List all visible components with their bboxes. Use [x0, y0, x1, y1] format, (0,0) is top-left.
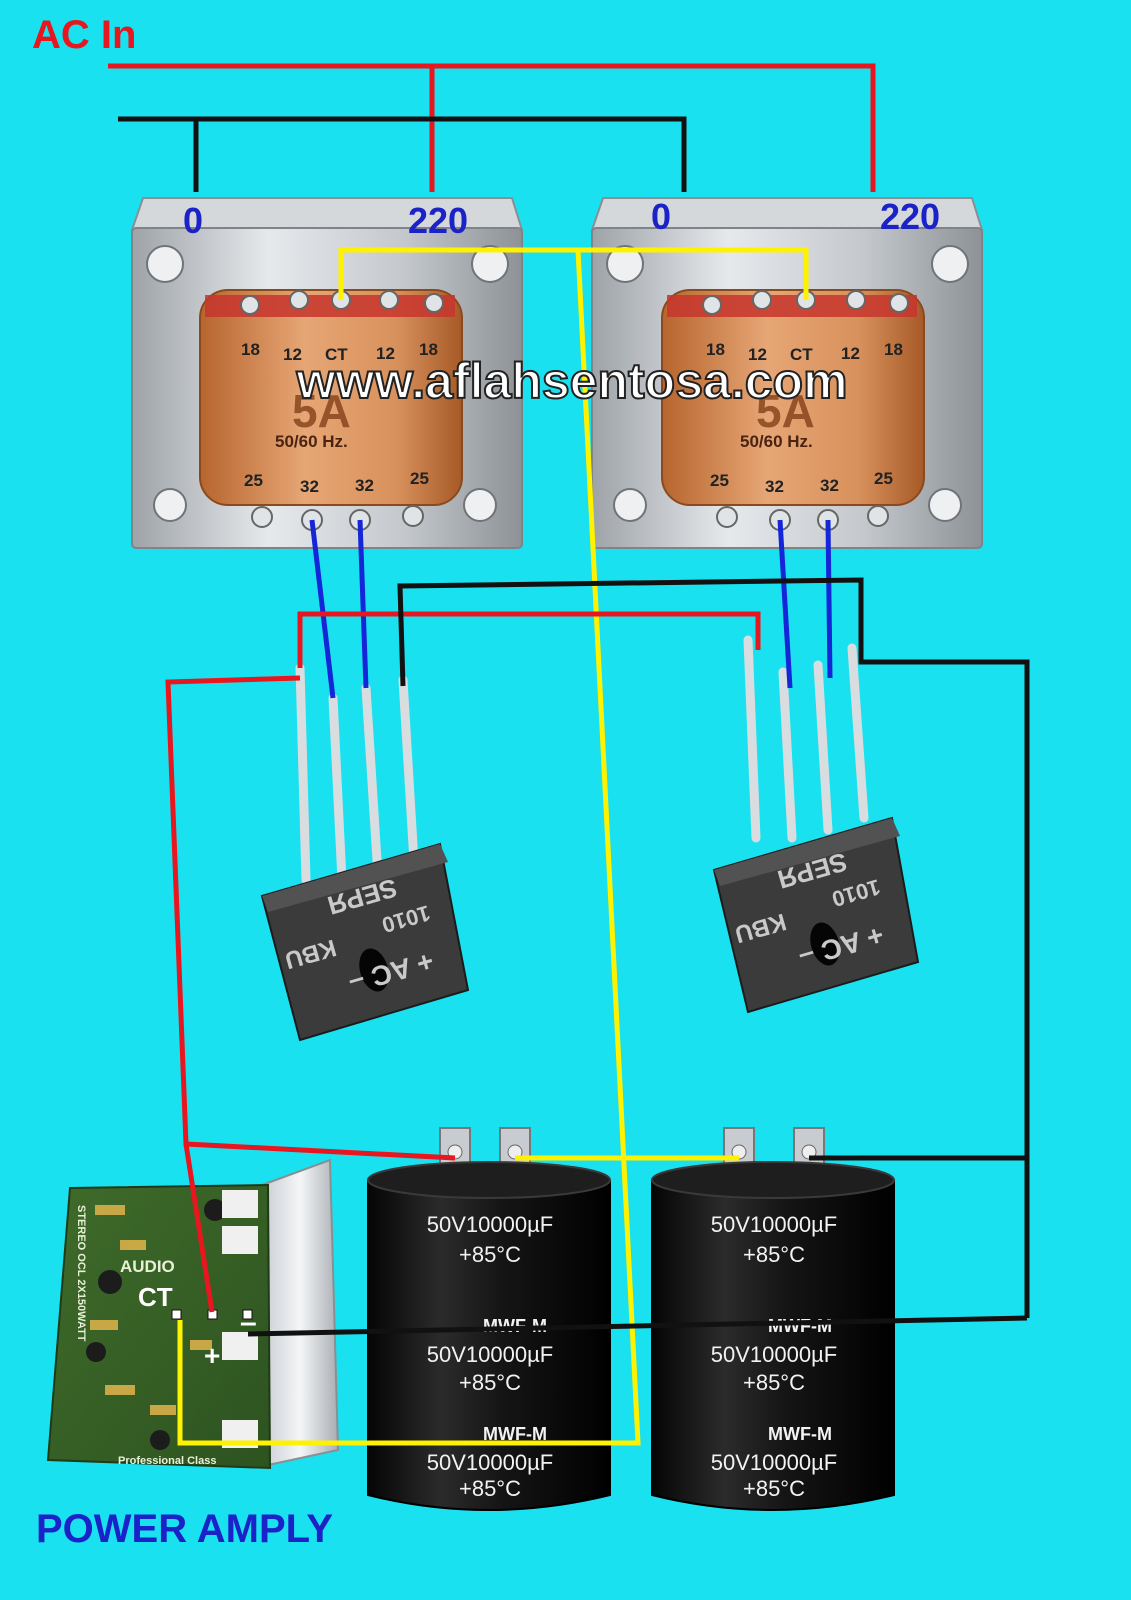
wire-ct-link-yellow	[338, 247, 809, 300]
transformer-2-frequency: 50/60 Hz.	[740, 432, 813, 451]
capacitor-1: 50V10000µF +85°C MWF-M 50V10000µF +85°C …	[367, 1127, 611, 1511]
pcb-components	[90, 1205, 212, 1415]
transformer-1-top-lugs	[240, 290, 444, 315]
amplifier-board: AUDIO STEREO OCL 2X150WATT Professional …	[46, 1158, 340, 1470]
capacitor-1-top-temp: +85°C	[459, 1242, 521, 1267]
transformer-2-btap-1: 25	[710, 471, 729, 490]
transformer-1-tap-3: CT	[325, 345, 348, 364]
wire-positive-to-amp-red	[183, 1143, 215, 1313]
transformer-2-tap-5: 18	[884, 340, 903, 359]
transformer-1-terminal-220: 220	[408, 200, 468, 241]
board-side-text: STEREO OCL 2X150WATT	[75, 1205, 87, 1342]
page-title: AC In	[32, 13, 136, 57]
transformer-2-terminal-220: 220	[880, 196, 940, 237]
capacitor-1-mid-rating: 50V10000µF	[427, 1342, 553, 1367]
bridge-rectifier-1: + AC – KBU 1010 SEPЯ	[260, 663, 470, 1042]
wire-positive-to-cap-red	[165, 675, 456, 1161]
transformer-2-tap-2: 12	[748, 345, 767, 364]
transformer-1-rating: 5A	[292, 385, 351, 437]
heatsink	[260, 1158, 340, 1467]
transformer-1-btap-1: 25	[244, 471, 263, 490]
power-amply-label: POWER AMPLY	[36, 1507, 333, 1551]
transformer-2-rating: 5A	[756, 385, 815, 437]
capacitor-2-bottom-series: MWF-M	[768, 1424, 832, 1444]
transformer-1-screws	[146, 245, 509, 522]
wire-ac-line-red	[108, 63, 876, 192]
transformer-1-btap-2: 32	[300, 477, 319, 496]
board-terminal-minus: –	[240, 1306, 257, 1339]
board-terminal-ct: CT	[138, 1282, 173, 1312]
wire-negative-to-amp-black	[247, 1315, 1028, 1337]
capacitor-1-mid-temp: +85°C	[459, 1370, 521, 1395]
transformer-2-tap-4: 12	[841, 344, 860, 363]
capacitor-2-bottom-temp: +85°C	[743, 1476, 805, 1501]
transformer-1: 18 12 CT 12 18 5A 50/60 Hz. 25 32 32 25 …	[130, 197, 524, 549]
transformer-1-terminal-0: 0	[183, 200, 203, 241]
transformer-2-btap-4: 25	[874, 469, 893, 488]
transformer-1-tap-5: 18	[419, 340, 438, 359]
wire-bridge-negative-black	[397, 577, 1030, 1318]
wire-ac-neutral-black	[118, 116, 687, 192]
board-bottom-text: Professional Class	[118, 1455, 216, 1467]
watermark-url: www.aflahsentosa.com	[295, 353, 847, 409]
wire-t1-32b-blue	[357, 519, 369, 689]
pcb-resistor-blocks	[222, 1190, 258, 1448]
capacitor-1-top-rating: 50V10000µF	[427, 1212, 553, 1237]
capacitor-1-bottom-series: MWF-M	[483, 1424, 547, 1444]
transformer-2-top-lugs	[702, 290, 909, 315]
transformer-1-bottom-lugs	[251, 505, 424, 531]
transformer-2-tap-3: CT	[790, 345, 813, 364]
capacitor-2-bottom-rating: 50V10000µF	[711, 1450, 837, 1475]
transformer-1-btap-3: 32	[355, 476, 374, 495]
wires	[108, 63, 1030, 1446]
wire-bridge-positive-red	[297, 611, 761, 668]
transformer-1-btap-4: 25	[410, 469, 429, 488]
transformer-2-btap-3: 32	[820, 476, 839, 495]
transformer-1-tap-4: 12	[376, 344, 395, 363]
transformer-2: 18 12 CT 12 18 5A 50/60 Hz. 25 32 32 25 …	[590, 196, 984, 549]
wire-ct-ground-yellow	[177, 249, 641, 1446]
capacitor-1-bottom-temp: +85°C	[459, 1476, 521, 1501]
capacitor-1-bottom-rating: 50V10000µF	[427, 1450, 553, 1475]
capacitor-2-mid-series: MWF-M	[768, 1316, 832, 1336]
wire-t2-32b-blue	[825, 519, 833, 679]
transformer-2-tap-1: 18	[706, 340, 725, 359]
bridge-2-pins	[743, 635, 869, 843]
transformer-1-frequency: 50/60 Hz.	[275, 432, 348, 451]
bridge-rectifier-2: + AC – KBU 1010 SEPЯ	[712, 635, 920, 1014]
transformer-1-tap-1: 18	[241, 340, 260, 359]
capacitor-2-mid-rating: 50V10000µF	[711, 1342, 837, 1367]
transformer-1-tap-2: 12	[283, 345, 302, 364]
pcb-capacitors	[86, 1199, 226, 1450]
capacitor-2: 50V10000µF +85°C MWF-M 50V10000µF +85°C …	[651, 1127, 895, 1511]
transformer-2-screws	[606, 245, 969, 522]
transformer-2-btap-2: 32	[765, 477, 784, 496]
capacitor-2-top-temp: +85°C	[743, 1242, 805, 1267]
board-brand: AUDIO	[120, 1257, 175, 1276]
board-terminal-plus: +	[204, 1340, 220, 1371]
wire-t1-32a-blue	[309, 519, 336, 699]
capacitor-2-top-rating: 50V10000µF	[711, 1212, 837, 1237]
bridge-1-pins	[295, 663, 419, 885]
capacitor-2-mid-temp: +85°C	[743, 1370, 805, 1395]
transformer-2-terminal-0: 0	[651, 196, 671, 237]
wire-t2-32a-blue	[777, 519, 793, 689]
